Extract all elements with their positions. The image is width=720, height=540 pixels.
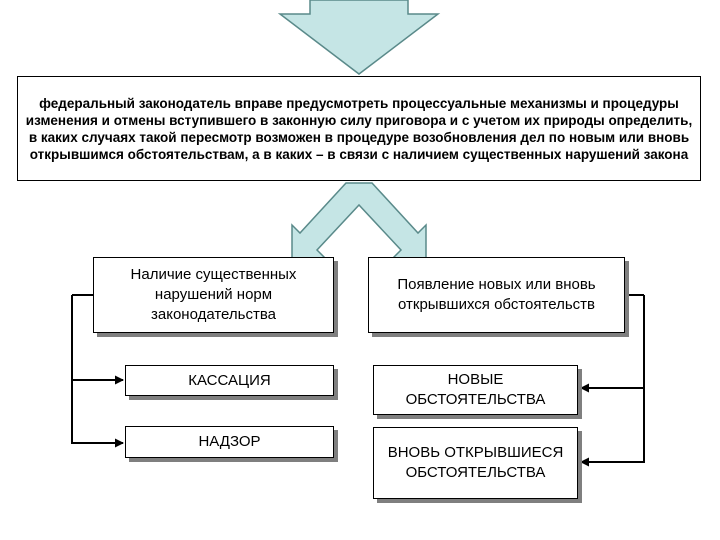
new-circumstances-box: НОВЫЕ ОБСТОЯТЕЛЬСТВА	[373, 365, 578, 415]
cassation-box: КАССАЦИЯ	[125, 365, 334, 396]
split-arrow	[291, 182, 427, 259]
newly-discovered-box: ВНОВЬ ОТКРЫВШИЕСЯ ОБСТОЯТЕЛЬСТВА	[373, 427, 578, 499]
left-header-box: Наличие существенных нарушений норм зако…	[93, 257, 334, 333]
main-statement-box: федеральный законодатель вправе предусмо…	[17, 76, 701, 181]
right-bracket-connector	[580, 294, 645, 467]
cassation-text: КАССАЦИЯ	[188, 371, 271, 389]
left-bracket-connector	[71, 294, 124, 448]
new-circumstances-text: НОВЫЕ ОБСТОЯТЕЛЬСТВА	[405, 371, 546, 408]
right-header-text: Появление новых или вновь открывшихся об…	[397, 276, 596, 313]
newly-discovered-text: ВНОВЬ ОТКРЫВШИЕСЯ ОБСТОЯТЕЛЬСТВА	[387, 444, 564, 481]
supervision-box: НАДЗОР	[125, 426, 334, 458]
main-statement-text: федеральный законодатель вправе предусмо…	[25, 95, 693, 162]
supervision-text: НАДЗОР	[198, 433, 261, 450]
top-down-arrow	[277, 0, 441, 75]
left-header-text: Наличие существенных нарушений норм зако…	[130, 266, 297, 323]
right-header-box: Появление новых или вновь открывшихся об…	[368, 257, 625, 333]
